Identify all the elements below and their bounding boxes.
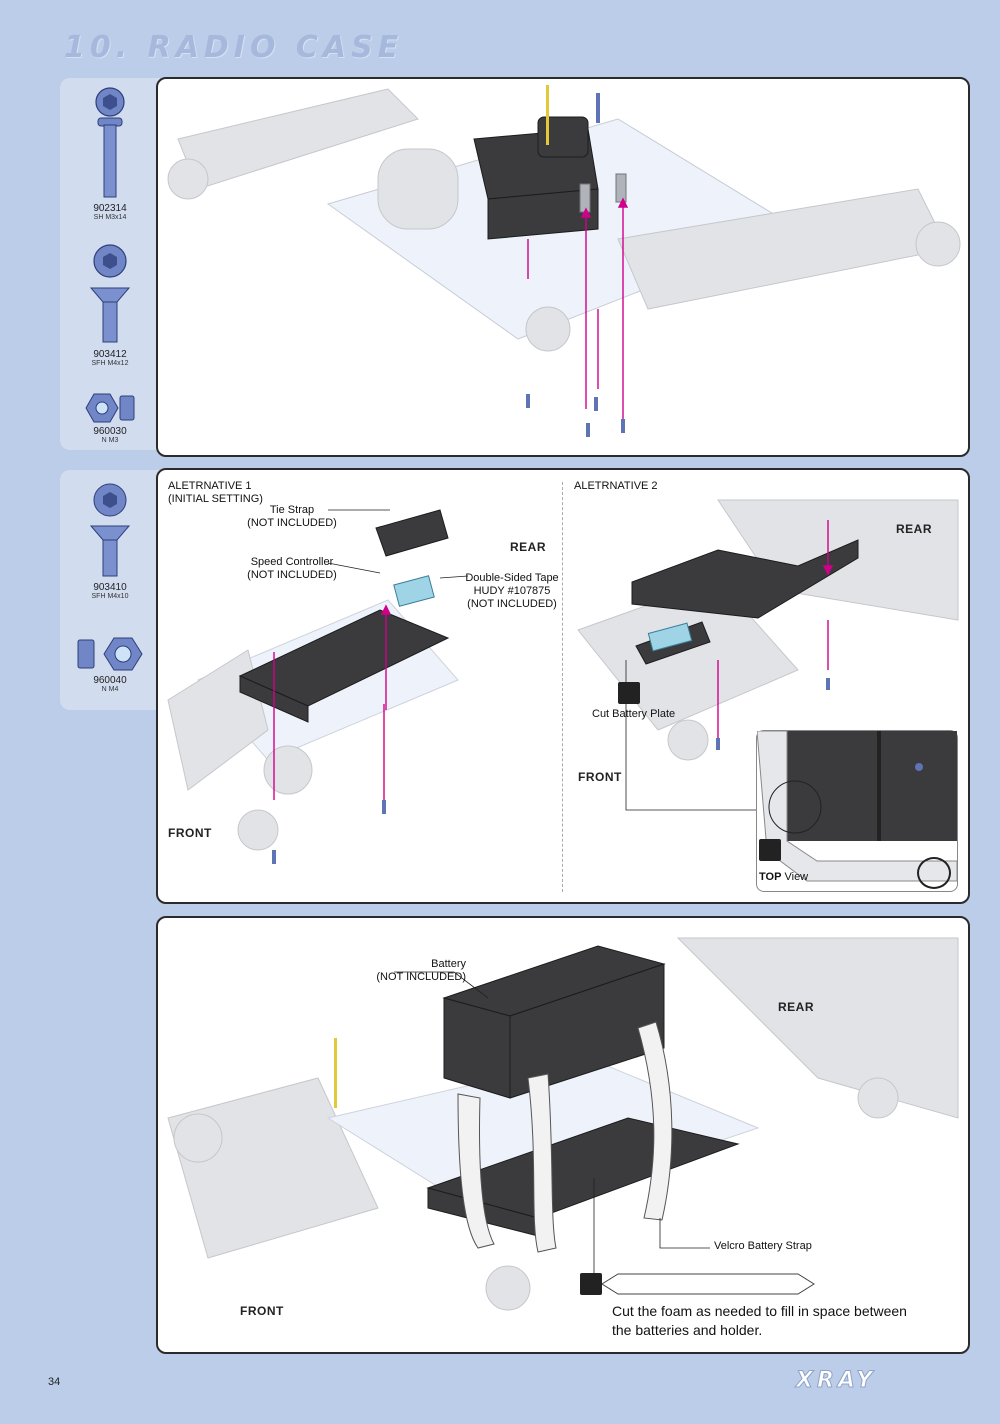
battery-install-illustration bbox=[167, 937, 959, 1311]
alt1-front-label: FRONT bbox=[168, 826, 212, 840]
alt2-title: ALETRNATIVE 2 bbox=[574, 480, 658, 492]
screw-sfh-m4x12-icon bbox=[89, 244, 131, 343]
part-960040: 960040 N M4 bbox=[93, 675, 127, 693]
radio-case-assembly-panel bbox=[156, 77, 970, 457]
top-view-tool-icon bbox=[759, 839, 781, 861]
parts-sidebar-middle: 903410 SFH M4x10 960040 N M4 bbox=[60, 470, 160, 710]
part-903410: 903410 SFH M4x10 bbox=[91, 582, 129, 600]
alt1-rear-label: REAR bbox=[510, 540, 547, 554]
speed-controller-mount-illustration bbox=[167, 499, 959, 864]
cut-tool-icon bbox=[618, 682, 640, 704]
hardware-illustrations bbox=[85, 87, 135, 423]
parts-sidebar-top: 902314 SH M3x14 903412 SFH M4x12 960030 … bbox=[60, 78, 160, 450]
alt2-rear-label: REAR bbox=[896, 522, 933, 536]
part-903412: 903412 SFH M4x12 bbox=[91, 349, 129, 367]
screw-sfh-m4x10-icon bbox=[89, 483, 131, 577]
velcro-strap-label: Velcro Battery Strap bbox=[714, 1240, 812, 1252]
hardware-illustrations-middle bbox=[77, 483, 143, 671]
part-902314: 902314 SH M3x14 bbox=[93, 203, 127, 221]
alt1-title: ALETRNATIVE 1 (INITIAL SETTING) bbox=[168, 480, 263, 505]
battery-label: Battery (NOT INCLUDED) bbox=[376, 958, 466, 983]
foam-cut-instruction: Cut the foam as needed to fill in space … bbox=[612, 1303, 907, 1338]
top-view-inset: TOP View bbox=[756, 730, 958, 892]
alt2-front-label: FRONT bbox=[578, 770, 622, 784]
speed-controller-mount-panel: ALETRNATIVE 1 (INITIAL SETTING) Tie Stra… bbox=[156, 468, 970, 904]
double-sided-tape-label: Double-Sided Tape HUDY #107875 (NOT INCL… bbox=[465, 572, 559, 610]
alternatives-divider bbox=[562, 482, 563, 892]
page-title: 10. RADIO CASE bbox=[64, 30, 404, 65]
nut-m3-icon bbox=[85, 393, 135, 423]
speed-controller-label: Speed Controller (NOT INCLUDED) bbox=[247, 556, 337, 581]
cut-battery-plate-label: Cut Battery Plate bbox=[592, 708, 676, 720]
screw-sh-m3x14-icon bbox=[95, 87, 125, 198]
radio-case-assembly-illustration bbox=[167, 85, 961, 437]
battery-rear-label: REAR bbox=[778, 1000, 815, 1014]
battery-install-panel: Battery (NOT INCLUDED) Velcro Battery St… bbox=[156, 916, 970, 1354]
check-icon bbox=[917, 857, 951, 889]
top-view-illustration bbox=[757, 731, 957, 882]
nut-m4-icon bbox=[77, 637, 143, 671]
battery-front-label: FRONT bbox=[240, 1304, 284, 1318]
foam-cut-tool-icon bbox=[580, 1273, 602, 1295]
part-960030: 960030 N M3 bbox=[93, 426, 127, 444]
page-number: 34 bbox=[48, 1376, 61, 1388]
tie-strap-label: Tie Strap (NOT INCLUDED) bbox=[247, 504, 337, 529]
top-view-label: TOP View bbox=[759, 871, 809, 883]
xray-logo: XRAY bbox=[795, 1368, 877, 1394]
